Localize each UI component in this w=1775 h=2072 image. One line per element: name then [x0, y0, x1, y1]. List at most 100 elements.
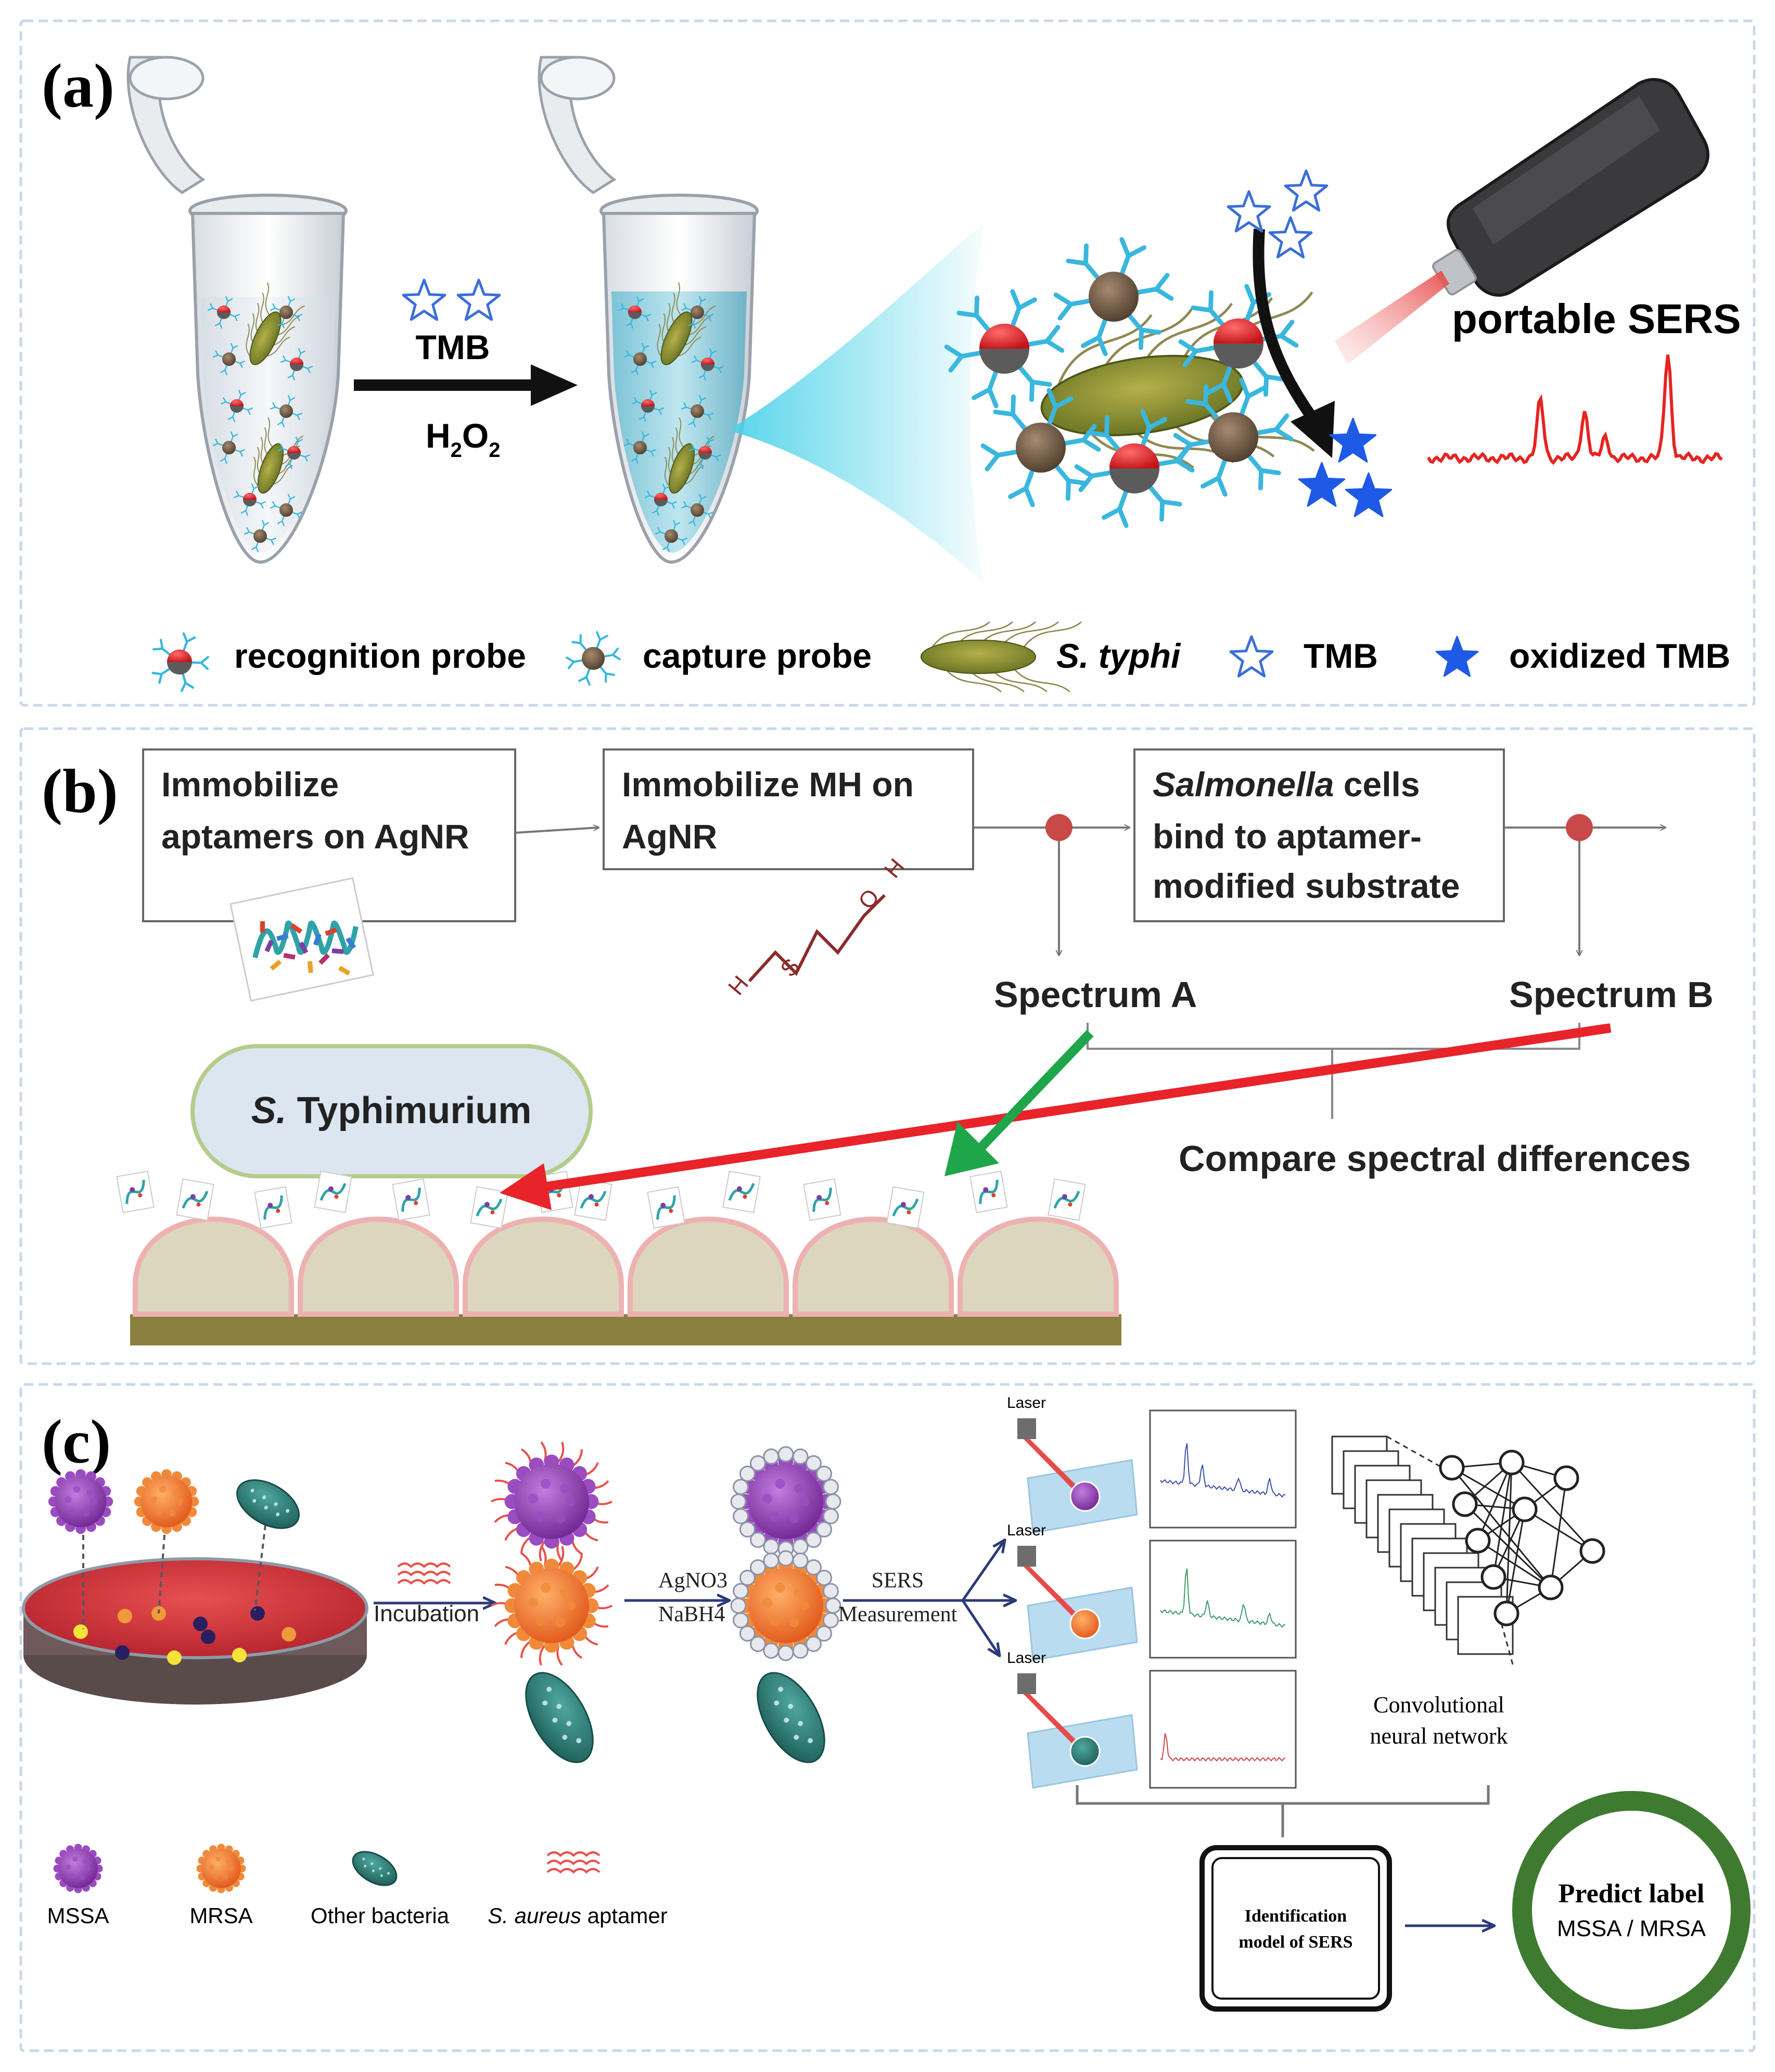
stage3-mssa-silver-particle-6: [763, 1539, 780, 1555]
legend-bacterium-icon-flagellum-8: [1023, 621, 1082, 647]
spectrum-frame-2: [1149, 1670, 1297, 1789]
surface-aptamer-dot1-7: [588, 1194, 594, 1200]
sample-mrsa-spot-1: [169, 1509, 176, 1517]
stage2-other-bacteria-spot-6: [576, 1738, 582, 1744]
stage3-mrsa-spot-4: [775, 1583, 785, 1593]
stage2-mrsa-spot-0: [565, 1600, 576, 1611]
zoom-probe-4-antibody-0-arm-right: [1147, 417, 1167, 430]
zoom-probe-5-antibody-2: [1247, 454, 1281, 491]
legend-capture-probe-icon-antibody-4: [566, 656, 583, 669]
surface-aptamer-10: [803, 1178, 841, 1221]
stage3-other-bacteria: [757, 1672, 825, 1763]
tube2-contents-probe-6-antibody-2: [631, 453, 639, 464]
legend-recognition-probe-icon-antibody-3-arm-left: [158, 673, 163, 684]
tube1-contents-bacterium-1-flagellum-1: [263, 336, 290, 357]
legend-recognition-probe-icon-antibody-0: [182, 632, 196, 652]
zoom-probe-4-antibody-5-stem: [1104, 433, 1121, 452]
tube2-contents-probe-2-antibody-1-arm-right: [650, 362, 654, 368]
tube2-contents-probe-2-antibody-2-stem: [635, 365, 639, 371]
zoom-probe-1-antibody-0-stem: [1119, 253, 1131, 276]
tube2-contents-probe-9-antibody-1-arm-left: [708, 512, 713, 515]
zoom-probe-5-antibody-3: [1201, 458, 1228, 497]
stage3-mrsa-silver-particle-14: [763, 1553, 780, 1569]
zoom-probe-4-antibody-1-stem: [1156, 459, 1180, 467]
stage3-mrsa-spot-1: [789, 1617, 799, 1628]
stage3-mssa-silver-particle-18: [816, 1466, 833, 1482]
tube2-contents-probe-10-antibody-1-arm-left: [682, 538, 687, 541]
legend-capture-probe-icon-antibody-2: [599, 666, 616, 683]
surface-aptamer-strand-5: [476, 1198, 503, 1217]
tube1-contents-probe-0-antibody-3: [208, 303, 218, 311]
zoom-probe-3-antibody-1-stem: [1063, 438, 1086, 446]
stage2-other-bacteria-spot-3: [552, 1718, 558, 1723]
zoom-probe-3-antibody-2-stem: [1054, 464, 1071, 484]
legend-oxidized-star: [1435, 635, 1479, 677]
tube2-contents-probe-3-antibody-3-arm-right: [694, 355, 697, 361]
aptamer-big-base-1: [264, 939, 274, 952]
zoom-probe-5-antibody-0: [1239, 377, 1266, 416]
stage3-mrsa-silver-particle-2: [816, 1625, 833, 1642]
stage2-mrsa-spot-2: [535, 1616, 546, 1626]
legend-recognition-probe-icon-antibody-2-arm-right: [180, 681, 187, 692]
sample-mrsa-body: [141, 1476, 193, 1528]
tube2-contents-probe-7-antibody-0-stem: [707, 441, 710, 447]
tube1-contents-probe-9: [270, 494, 302, 526]
tube1-contents-probe-4-antibody-0-arm-right: [240, 392, 246, 396]
sample-mssa-spot-2: [69, 1508, 76, 1516]
tube1-contents-probe-8-antibody-3: [234, 490, 244, 498]
tube2-contents-probe-2-antibody-2-arm-left: [635, 370, 639, 375]
tube2-contents-probe-0-antibody-2-stem: [630, 318, 633, 324]
tube2-contents-probe-2: [624, 343, 656, 375]
tube1-contents-probe-10-antibody-3-arm-right: [246, 527, 250, 533]
stage3-mrsa-silver-particle-9: [733, 1612, 749, 1629]
tube1-contents-probe-4-antibody-2-arm-right: [227, 416, 234, 420]
legend-other-icon-spot-3: [372, 1869, 375, 1873]
zoom-probe-5-antibody-1-arm-right: [1273, 427, 1294, 441]
tube2-contents-bacterium-2-flagellum-1: [681, 465, 704, 486]
zoom-probe-3-antibody-4: [980, 443, 1019, 472]
sample-other-bacteria-spot-3: [264, 1505, 268, 1510]
zoom-probe-4-antibody-1-arm-right: [1174, 459, 1195, 473]
tube2-contents-probe-6-antibody-2-arm-left: [635, 458, 639, 464]
zoom-probe-3-antibody-4-stem: [995, 449, 1019, 457]
sample-mssa-spot-1: [83, 1509, 90, 1517]
zoom-probe-5-antibody-1: [1255, 413, 1294, 441]
laser-head-0: [1017, 1418, 1036, 1439]
zoom-probe-3-antibody-2-arm-right: [1065, 478, 1071, 501]
tube1-contents-probe-4-antibody-1-arm-left: [247, 408, 253, 411]
tube2-contents-probe-7-antibody-2-stem: [700, 459, 704, 465]
tube2-contents-probe-4-antibody-2-arm-right: [639, 416, 645, 420]
tube1-contents-probe-2-antibody-0-arm-left: [231, 343, 234, 349]
tube1-contents-probe-6-core: [222, 441, 236, 454]
stage3-other-bacteria-spot-1: [774, 1700, 780, 1706]
tube1-contents-probe-0-antibody-2-arm-right: [214, 323, 221, 326]
cnn-neuron-8: [1553, 1465, 1579, 1491]
tube2-contents-bacterium-1-flagellum-0: [657, 323, 662, 357]
spectrum-line-1: [1160, 1568, 1286, 1628]
stage3-mrsa-silver-particle-18: [816, 1570, 833, 1586]
legend-capture-probe-icon-antibody-3-stem: [585, 668, 591, 678]
reagent-star-1: [402, 278, 446, 321]
legend-recognition-probe-icon-antibody-2-stem: [182, 672, 187, 684]
zoom-probe-1-antibody-0-arm-left: [1119, 237, 1131, 259]
legend-mrsa: MRSA: [189, 1903, 252, 1928]
sample-other-bacteria: [236, 1479, 300, 1529]
tube2-contents-probe-6-antibody-0: [642, 431, 649, 442]
agnr-dome-2: [463, 1216, 624, 1317]
sample-mrsa-spot-4: [159, 1485, 166, 1493]
tube2-contents-probe-5-antibody-1-arm-left: [708, 413, 713, 416]
tube1-contents-probe-6-antibody-3-arm-left: [213, 443, 219, 446]
tube1-contents-probe-7-cap: [287, 446, 301, 453]
substrate-base: [130, 1314, 1121, 1345]
tube2-contents-bacterium-1-flagellum-8: [676, 282, 681, 315]
tube1-contents-probe-1-antibody-1-stem: [292, 314, 298, 317]
cnn-neuron-3: [1480, 1564, 1506, 1590]
cnn-edge: [1477, 1540, 1551, 1588]
tube1-contents-probe-2-antibody-0-stem: [231, 347, 234, 353]
spectrum-line-2: [1160, 1733, 1286, 1762]
zoom-probe-0-antibody-3-arm-right: [972, 387, 992, 400]
tube2-contents-probe-1-antibody-0-arm-right: [700, 298, 707, 302]
surface-aptamer-dot2-5: [490, 1210, 495, 1215]
tube2-contents-probe-4-antibody-1: [654, 408, 664, 415]
legend-mrsa-icon-spot-1: [223, 1874, 228, 1880]
